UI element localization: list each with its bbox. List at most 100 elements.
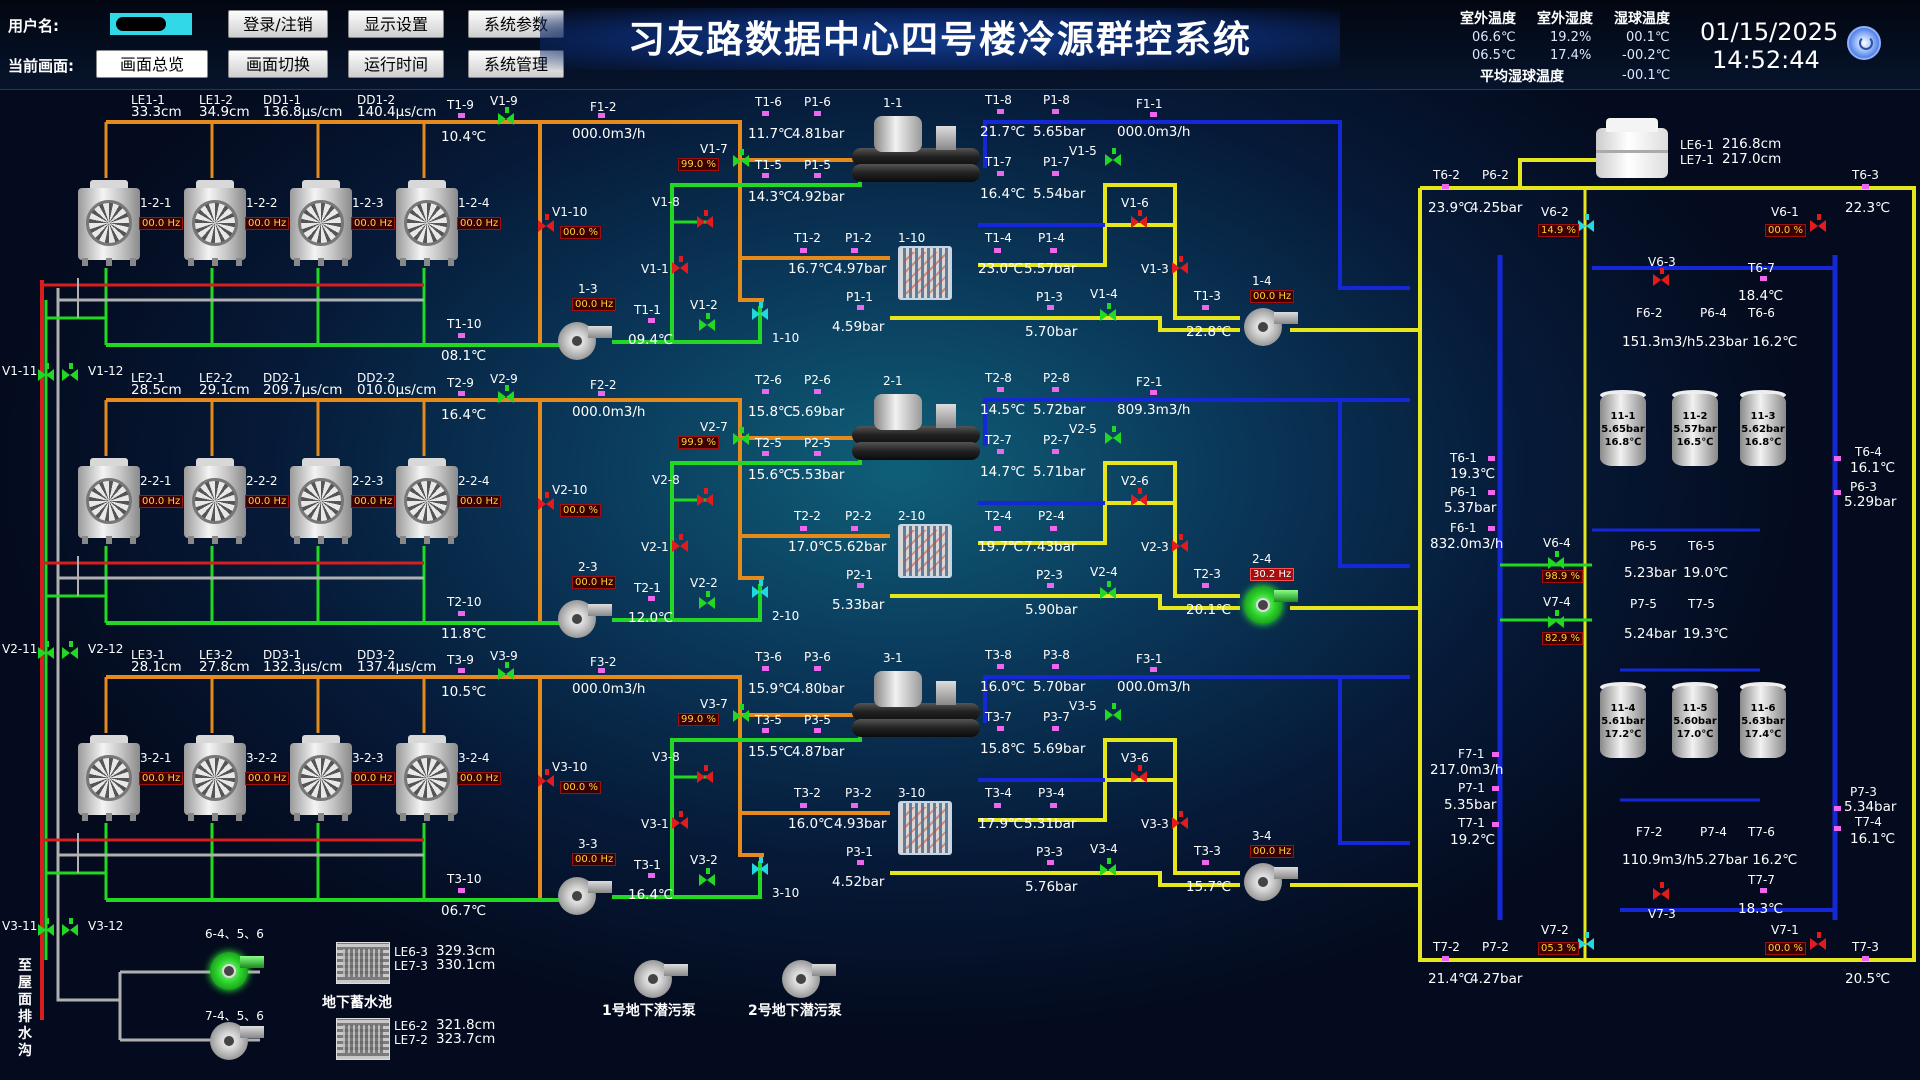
valve-V2-12[interactable]	[62, 641, 80, 659]
user-name-field[interactable]	[110, 13, 192, 35]
valve-V1-7[interactable]	[733, 149, 751, 167]
valve-V3-9[interactable]	[498, 662, 516, 680]
cooling-water-pump-1-3[interactable]	[558, 320, 612, 360]
valve-V1-9[interactable]	[498, 107, 516, 125]
makeup-pump-6-4[interactable]	[210, 950, 264, 990]
tank-p: 5.60bar	[1673, 716, 1717, 727]
hx-bypass-valve[interactable]	[752, 302, 770, 320]
valve-V2-9[interactable]	[498, 385, 516, 403]
valve-V7-3[interactable]	[1653, 882, 1671, 900]
sump-pump-1[interactable]	[634, 958, 688, 998]
valve-V6-2[interactable]	[1578, 214, 1596, 232]
valve-V3-10[interactable]	[538, 769, 556, 787]
valve-V2-2[interactable]	[699, 591, 717, 609]
valve-V1-3[interactable]	[1172, 256, 1190, 274]
valve-V6-4[interactable]	[1548, 551, 1566, 569]
valve-V1-6[interactable]	[1131, 210, 1149, 228]
chilled-water-pump-3-4[interactable]	[1244, 861, 1298, 901]
valve-V3-12[interactable]	[62, 918, 80, 936]
valve-V2-8[interactable]	[697, 488, 715, 506]
valve-V3-2[interactable]	[699, 868, 717, 886]
valve-opening: 05.3 %	[1538, 942, 1579, 955]
overview-button[interactable]: 画面总览	[96, 50, 208, 78]
screen-switch-button[interactable]: 画面切换	[228, 50, 328, 78]
cooling-tower-1-2-4[interactable]	[394, 180, 460, 266]
valve-V2-11[interactable]	[38, 641, 56, 659]
valve-V3-1[interactable]	[672, 811, 690, 829]
cooling-tower-1-2-3[interactable]	[288, 180, 354, 266]
makeup-pump-7-4[interactable]	[210, 1020, 264, 1060]
chiller-3-1[interactable]	[852, 669, 980, 739]
cooling-tower-3-2-2[interactable]	[182, 735, 248, 821]
valve-V7-1[interactable]	[1810, 932, 1828, 950]
valve-V1-10[interactable]	[538, 214, 556, 232]
valve-body	[1112, 148, 1116, 154]
roof-water-tank[interactable]	[1592, 118, 1672, 180]
chiller-part	[874, 116, 922, 152]
cooling-tower-3-2-1[interactable]	[76, 735, 142, 821]
valve-V1-11[interactable]	[38, 363, 56, 381]
cooling-tower-2-2-3[interactable]	[288, 458, 354, 544]
plate-heat-exchanger-1-10[interactable]	[892, 246, 958, 300]
valve-V3-3[interactable]	[1172, 811, 1190, 829]
valve-V1-2[interactable]	[699, 313, 717, 331]
cooling-tower-3-2-4[interactable]	[394, 735, 460, 821]
hx-bypass-valve[interactable]	[752, 580, 770, 598]
valve-V2-5[interactable]	[1105, 426, 1123, 444]
valve-V3-11[interactable]	[38, 918, 56, 936]
hx-label: 1-10	[898, 231, 926, 245]
level-sensor-value: 323.7cm	[436, 1031, 496, 1047]
valve-V3-7[interactable]	[733, 704, 751, 722]
valve-V1-4[interactable]	[1100, 303, 1118, 321]
cooling-water-pump-2-3[interactable]	[558, 598, 612, 638]
cooling-tower-2-2-2[interactable]	[182, 458, 248, 544]
valve-V3-6[interactable]	[1131, 765, 1149, 783]
cooling-water-pump-3-3[interactable]	[558, 875, 612, 915]
valve-V7-4[interactable]	[1548, 610, 1566, 628]
valve-V3-8[interactable]	[697, 765, 715, 783]
valve-V6-3[interactable]	[1653, 268, 1671, 286]
hx-bypass-valve[interactable]	[752, 857, 770, 875]
valve-V3-5[interactable]	[1105, 703, 1123, 721]
cooling-tower-2-2-4[interactable]	[394, 458, 460, 544]
valve-V2-3[interactable]	[1172, 534, 1190, 552]
valve-V1-1[interactable]	[672, 256, 690, 274]
plate-heat-exchanger-3-10[interactable]	[892, 801, 958, 855]
valve-V1-8[interactable]	[697, 210, 715, 228]
valve-body	[741, 433, 749, 445]
chiller-2-1[interactable]	[852, 392, 980, 462]
valve-V7-2[interactable]	[1578, 932, 1596, 950]
valve-V2-1[interactable]	[672, 534, 690, 552]
sump-pump-2[interactable]	[782, 958, 836, 998]
valve-V1-5[interactable]	[1105, 148, 1123, 166]
valve-V2-10[interactable]	[538, 492, 556, 510]
chiller-1-1[interactable]	[852, 114, 980, 184]
valve-V2-7[interactable]	[733, 427, 751, 445]
cooling-tower-2-2-1[interactable]	[76, 458, 142, 544]
cooling-tower-1-2-2[interactable]	[182, 180, 248, 266]
valve-body	[1139, 771, 1147, 783]
chilled-water-pump-1-4[interactable]	[1244, 306, 1298, 346]
valve-V6-1[interactable]	[1810, 214, 1828, 232]
valve-V2-6[interactable]	[1131, 488, 1149, 506]
cooling-tower-1-2-1[interactable]	[76, 180, 142, 266]
valve-V1-12[interactable]	[62, 363, 80, 381]
chilled-water-pump-2-4[interactable]	[1244, 584, 1298, 624]
valve-V2-4[interactable]	[1100, 581, 1118, 599]
power-icon[interactable]	[1847, 26, 1881, 60]
plate-heat-exchanger-2-10[interactable]	[892, 524, 958, 578]
login-button[interactable]: 登录/注销	[228, 10, 328, 38]
pressure-sensor-label: P6-4	[1700, 306, 1727, 320]
display-settings-button[interactable]: 显示设置	[348, 10, 444, 38]
valve-V3-4[interactable]	[1100, 858, 1118, 876]
conductivity-label: DD2-1	[263, 371, 302, 385]
cooling-tower-3-2-3[interactable]	[288, 735, 354, 821]
pump-part	[240, 956, 264, 968]
runtime-button[interactable]: 运行时间	[348, 50, 444, 78]
